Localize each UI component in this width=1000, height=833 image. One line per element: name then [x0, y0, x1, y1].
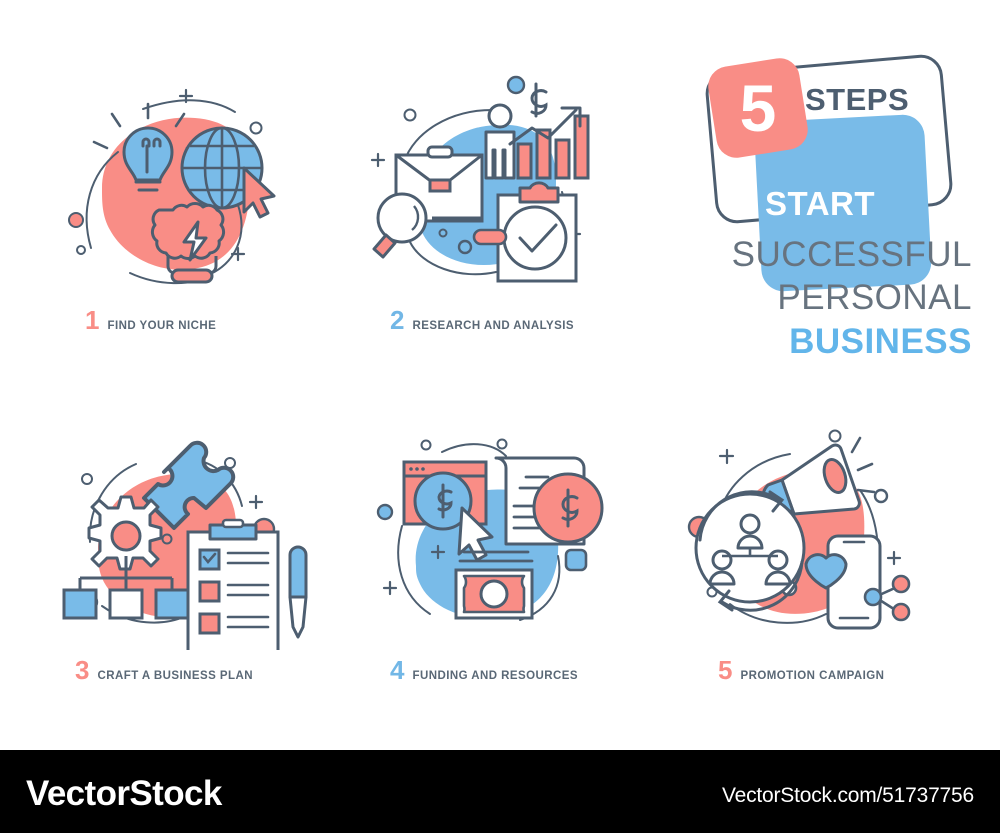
window-dots	[409, 467, 425, 471]
circle-outline-dot	[81, 473, 93, 485]
coral-pill	[472, 228, 508, 246]
gear-icon	[87, 495, 163, 571]
personal-word: PERSONAL	[777, 278, 972, 317]
step-3-text: CRAFT A BUSINESS PLAN	[97, 670, 254, 682]
blue-dot	[506, 75, 526, 95]
sparkle-icon	[248, 494, 264, 510]
start-word: START	[765, 185, 876, 222]
sparkle-icon	[382, 544, 446, 596]
step-3-label: 3 CRAFT A BUSINESS PLAN	[75, 657, 253, 683]
person-icon	[484, 103, 516, 180]
brain-icon	[150, 202, 226, 284]
step-2-text: RESEARCH AND ANALYSIS	[412, 320, 574, 332]
blue-rounded-square	[564, 548, 588, 572]
step-card-4: 4 FUNDING AND RESOURCES	[360, 420, 660, 683]
step-4-text: FUNDING AND RESOURCES	[412, 670, 579, 682]
circle-outline-dot	[828, 429, 842, 443]
sparkle-icon	[178, 88, 246, 262]
circle-outline-dot	[496, 438, 508, 450]
coral-dot	[68, 212, 84, 228]
refresh-arrows-icon	[698, 490, 804, 612]
five-number: 5	[739, 71, 777, 145]
magnifier-icon	[372, 192, 428, 259]
org-chart-icon	[62, 556, 190, 620]
cursor-arrow-icon	[457, 506, 494, 562]
steps-word: STEPS	[805, 82, 910, 117]
sound-rays	[850, 436, 876, 494]
small-circle-dot	[76, 245, 86, 255]
title-block: 5 STEPS START SUCCESSFUL PERSONAL BUSINE…	[650, 50, 980, 361]
step-4-illustration	[376, 438, 604, 621]
successful-word: SUCCESSFUL	[731, 235, 972, 274]
step-1-number: 1	[85, 305, 100, 335]
share-icon	[863, 574, 911, 622]
sparkle-icon	[718, 448, 902, 566]
lightning-bolt-icon	[182, 220, 208, 262]
growth-arrow-head	[560, 106, 582, 128]
briefcase-icon	[394, 145, 484, 223]
cursor-arrow-icon	[242, 166, 276, 219]
step-2-number: 2	[390, 305, 405, 335]
circle-outline-dot	[403, 108, 417, 122]
circle-outline-dot	[420, 439, 432, 451]
step-card-2: 2 RESEARCH AND ANALYSIS	[360, 70, 660, 333]
step-1-illustration	[68, 88, 276, 285]
banknote-icon	[454, 550, 534, 620]
small-circle-dot	[457, 239, 473, 255]
puzzle-piece-icon	[142, 440, 236, 530]
step-2-illustration	[370, 75, 590, 283]
step-1-text: FIND YOUR NICHE	[107, 320, 217, 332]
step-3-number: 3	[75, 655, 90, 685]
heart-icon	[804, 553, 848, 590]
small-circle-dot	[161, 533, 173, 545]
dollar-circle-icon	[532, 472, 604, 544]
vectorstock-brand: VectorStock	[26, 774, 222, 813]
pen-icon	[288, 545, 308, 639]
growth-arrow-icon	[508, 108, 578, 146]
step-card-3: 3 CRAFT A BUSINESS PLAN	[40, 420, 340, 683]
circle-outline-dot	[249, 121, 263, 135]
clipboard-list-icon	[186, 518, 280, 650]
circle-outline-dot	[873, 488, 889, 504]
vectorstock-url: VectorStock.com/51737756	[721, 784, 974, 807]
step-card-5: 5 PROMOTION CAMPAIGN	[670, 420, 970, 683]
step-5-number: 5	[718, 655, 733, 685]
clipboard-check-icon	[496, 181, 578, 283]
step-2-label: 2 RESEARCH AND ANALYSIS	[390, 307, 574, 333]
watermark-footer: VectorStock VectorStock.com/51737756	[0, 750, 1000, 833]
blue-dot	[376, 503, 394, 521]
step-5-label: 5 PROMOTION CAMPAIGN	[718, 657, 884, 683]
people-network-icon	[694, 492, 806, 604]
stacked-lines	[458, 550, 534, 563]
five-badge: 5	[705, 55, 811, 161]
step-card-1: 1 FIND YOUR NICHE	[40, 70, 340, 333]
step-5-text: PROMOTION CAMPAIGN	[740, 670, 885, 682]
step-4-number: 4	[390, 655, 405, 685]
business-word: BUSINESS	[789, 322, 972, 361]
step-4-label: 4 FUNDING AND RESOURCES	[390, 657, 578, 683]
dollar-sign-icon	[530, 82, 548, 118]
step-1-label: 1 FIND YOUR NICHE	[85, 307, 216, 333]
small-circle-dot	[438, 228, 448, 238]
step-5-illustration	[687, 429, 911, 630]
browser-window-icon	[402, 460, 488, 531]
step-3-illustration	[62, 440, 308, 650]
